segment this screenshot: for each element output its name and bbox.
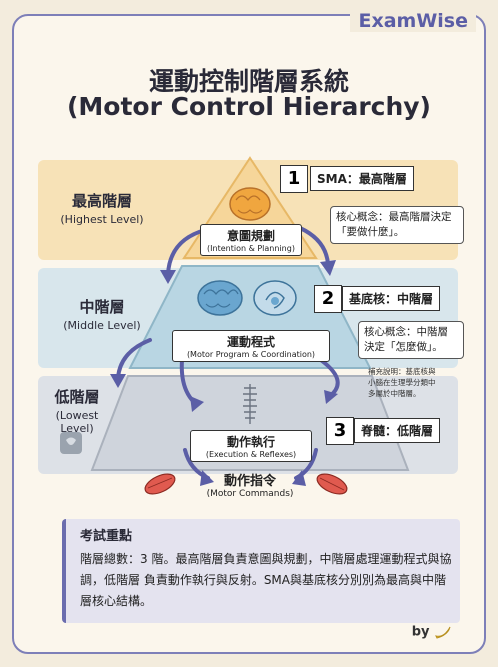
tier-box-middle-en: (Motor Program & Coordination)	[186, 350, 316, 359]
spinal-section-icon	[60, 432, 82, 454]
concept-box-middle: 核心概念：中階層決定「怎麼做」。	[358, 321, 464, 359]
page-title: 運動控制階層系統	[148, 67, 349, 96]
tier-box-lowest-en: (Execution & Reflexes)	[205, 450, 297, 459]
brand-logo: ExamWise	[350, 10, 476, 32]
arrow-heads	[110, 260, 338, 486]
concept-box-highest: 核心概念：最高階層決定「要做什麼」。	[330, 206, 464, 244]
band-label-middle: 中階層 (Middle Level)	[46, 296, 158, 332]
arrow-mid-left	[116, 338, 152, 380]
brain-icon-middle	[197, 280, 243, 316]
level-number-3: 3	[326, 417, 354, 445]
muscle-icon-left	[144, 473, 176, 495]
tier-box-middle: 運動程式 (Motor Program & Coordination)	[172, 330, 330, 362]
band-label-lowest-en: (Lowest Level)	[55, 409, 99, 435]
motor-commands: 動作指令 (Motor Commands)	[180, 470, 320, 499]
brain-section-icon	[253, 280, 297, 316]
signature-text: by	[411, 624, 430, 640]
motor-commands-zh: 動作指令	[223, 474, 276, 489]
band-label-middle-zh: 中階層	[79, 298, 125, 316]
level-label-2: 基底核：中階層	[342, 286, 441, 311]
tier-box-lowest: 動作執行 (Execution & Reflexes)	[190, 430, 312, 462]
exam-key-points-title: 考試重點	[80, 529, 133, 544]
level-number-2: 2	[314, 285, 342, 313]
banana-icon	[435, 626, 451, 639]
band-label-middle-en: (Middle Level)	[63, 319, 141, 332]
tier-box-highest-zh: 意圖規劃	[226, 229, 275, 243]
arrow-hi-right	[298, 226, 330, 266]
band-label-highest-en: (Highest Level)	[60, 213, 144, 226]
tier-box-highest-en: (Intention & Planning)	[207, 244, 295, 253]
band-label-highest-zh: 最高階層	[71, 192, 132, 210]
brain-icon	[229, 187, 271, 221]
signature: by	[412, 624, 452, 640]
level-label-3: 脊髓：低階層	[354, 418, 441, 443]
muscle-icon-right	[316, 473, 348, 495]
arrow-hi-left	[166, 228, 207, 276]
supplementary-note: 補充說明：基底核與小腦在生理學分類中多屬於中階層。	[368, 367, 436, 398]
tier-box-middle-zh: 運動程式	[226, 335, 275, 349]
tier-box-highest: 意圖規劃 (Intention & Planning)	[200, 224, 302, 256]
band-label-highest: 最高階層 (Highest Level)	[46, 190, 158, 226]
page-subtitle: (Motor Control Hierarchy)	[66, 92, 431, 121]
spinal-cord-icon	[243, 384, 257, 424]
level-number-1: 1	[280, 165, 308, 193]
band-label-lowest: 低階層 (Lowest Level)	[40, 386, 114, 435]
tier-box-lowest-zh: 動作執行	[226, 435, 275, 449]
level-label-1: SMA：最高階層	[310, 166, 414, 191]
motor-commands-en: (Motor Commands)	[206, 489, 294, 499]
band-label-lowest-zh: 低階層	[54, 388, 100, 406]
exam-key-points: 考試重點 階層總數：3 階。最高階層負責意圖與規劃，中階層處理運動程式與協調，低…	[62, 519, 460, 623]
exam-key-points-body: 階層總數：3 階。最高階層負責意圖與規劃，中階層處理運動程式與協調，低階層 負責…	[80, 552, 452, 608]
